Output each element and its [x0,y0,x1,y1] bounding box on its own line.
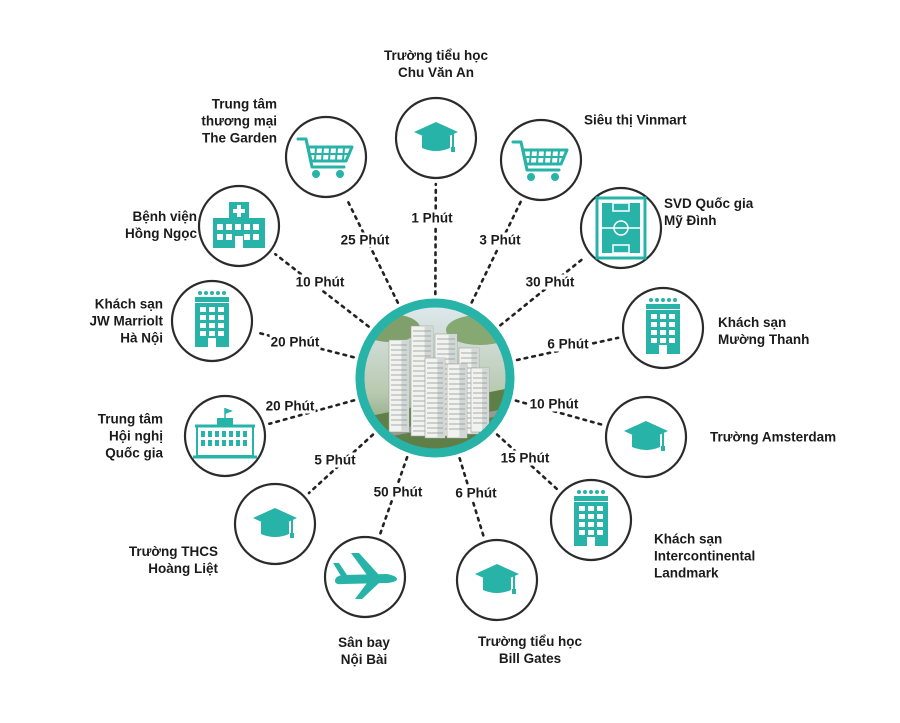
destination-hoang-liet [233,482,317,566]
destination-intercontinental [549,478,633,562]
travel-time-bill-gates: 6 Phút [454,485,498,501]
travel-time-jw-marriott: 20 Phút [269,334,321,350]
travel-time-vinmart: 3 Phút [478,232,522,248]
travel-time-hong-ngoc: 10 Phút [294,274,346,290]
hospital-icon [213,202,265,248]
destination-noi-bai [323,535,407,619]
destination-name-bill-gates: Trường tiểu học Bill Gates [477,634,583,666]
travel-time-intercontinental: 15 Phút [499,450,551,466]
travel-time-chu-van-an: 1 Phút [410,210,454,226]
stadium-icon [595,196,647,260]
hotel-icon [574,490,608,546]
graduation-cap-icon [475,564,519,594]
connector-hong-ngoc [274,252,370,328]
travel-time-hoi-nghi: 20 Phút [264,398,316,414]
destination-amsterdam [604,395,688,479]
destination-bill-gates [455,538,539,622]
connector-muong-thanh [515,336,620,362]
destination-name-intercontinental: Khách sạn Intercontinental Landmark [654,531,756,581]
shopping-cart-icon [511,140,569,181]
destination-name-the-garden: Trung tâm thương mại The Garden [201,96,277,146]
destination-name-jw-marriott: Khách sạn JW Marriolt Hà Nội [89,296,163,346]
destination-hong-ngoc [197,184,281,268]
hotel-icon [646,298,680,354]
travel-time-muong-thanh: 6 Phút [546,336,590,352]
destination-name-hoi-nghi: Trung tâm Hội nghị Quốc gia [97,411,163,461]
destination-chu-van-an [394,96,478,180]
destination-name-vinmart: Siêu thị Vinmart [584,112,687,128]
destination-name-muong-thanh: Khách sạn Mường Thanh [718,315,810,347]
connector-hoi-nghi [268,399,356,426]
center-building-photo [355,298,515,458]
destination-name-amsterdam: Trường Amsterdam [710,429,837,445]
travel-time-my-dinh: 30 Phút [524,274,576,290]
destination-my-dinh [579,186,663,270]
destination-name-noi-bai: Sân bay Nội Bài [338,635,390,667]
connector-vinmart [470,200,523,304]
connector-hoang-liet [307,433,375,495]
travel-time-amsterdam: 10 Phút [528,396,580,412]
destination-jw-marriott [170,279,254,363]
connector-my-dinh [499,255,587,327]
convention-center-icon [193,408,257,459]
airplane-icon [333,553,397,599]
connector-the-garden [345,196,400,304]
travel-time-hoang-liet: 5 Phút [313,452,357,468]
graduation-cap-icon [253,508,297,538]
graduation-cap-icon [414,122,458,152]
shopping-cart-icon [296,137,354,178]
destination-vinmart [499,118,583,202]
graduation-cap-icon [624,421,668,451]
travel-time-noi-bai: 50 Phút [372,484,424,500]
destination-name-hoang-liet: Trường THCS Hoàng Liệt [128,544,218,576]
destination-name-my-dinh: SVD Quốc gia Mỹ Đình [664,196,754,228]
hotel-icon [195,291,229,347]
travel-time-the-garden: 25 Phút [339,232,391,248]
destination-the-garden [284,115,368,199]
destination-name-hong-ngoc: Bệnh viện Hồng Ngọc [125,209,197,241]
destination-hoi-nghi [183,394,267,478]
destination-name-chu-van-an: Trường tiểu học Chu Văn An [383,48,489,80]
destination-muong-thanh [621,286,705,370]
